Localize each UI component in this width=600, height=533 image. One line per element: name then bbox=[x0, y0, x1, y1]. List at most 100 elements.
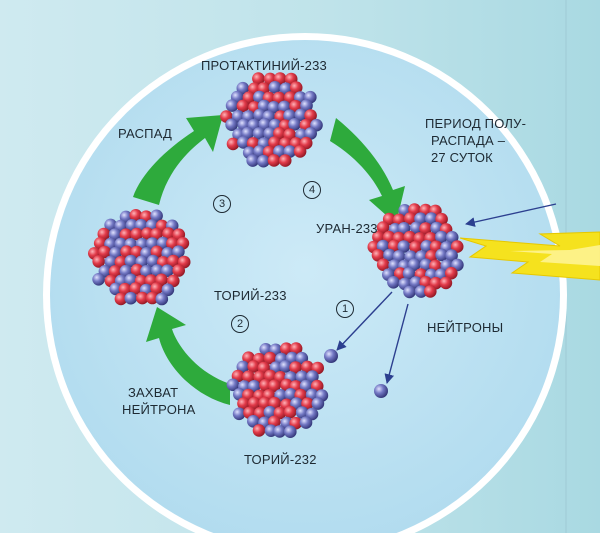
nucleon bbox=[445, 249, 458, 262]
nucleon bbox=[289, 81, 303, 94]
nucleon bbox=[118, 282, 132, 296]
nucleon bbox=[162, 227, 175, 240]
nucleon bbox=[273, 425, 287, 438]
nucleon bbox=[295, 406, 309, 419]
nucleon bbox=[299, 379, 313, 393]
nucleon bbox=[226, 378, 240, 392]
nucleon bbox=[130, 263, 144, 277]
nucleon bbox=[376, 258, 390, 272]
nucleon bbox=[167, 254, 180, 268]
cycle-arrows bbox=[133, 115, 405, 405]
capture-label-line2: НЕЙТРОНА bbox=[122, 402, 196, 417]
decay-arrow-2-icon bbox=[330, 118, 405, 224]
nucleon bbox=[403, 285, 416, 299]
nucleon bbox=[129, 209, 143, 222]
neutron-particle-icon bbox=[324, 349, 338, 363]
nucleon bbox=[108, 228, 122, 241]
nucleon bbox=[414, 285, 428, 298]
nucleon bbox=[289, 342, 303, 355]
nucleon bbox=[420, 240, 434, 253]
nucleon bbox=[284, 388, 297, 401]
neutron-particle-icon bbox=[374, 384, 388, 398]
nucleon bbox=[280, 342, 293, 356]
protactinium-nucleus-icon bbox=[220, 72, 323, 168]
nucleon bbox=[119, 228, 133, 241]
uranium-label: УРАН-233 bbox=[316, 221, 378, 236]
nucleon bbox=[424, 285, 437, 298]
nucleon bbox=[104, 218, 117, 232]
lightning-ray-icon bbox=[459, 231, 600, 281]
nucleon bbox=[114, 292, 128, 306]
nucleon bbox=[263, 351, 277, 365]
nucleon bbox=[300, 99, 313, 112]
nucleon bbox=[279, 360, 292, 373]
nucleon bbox=[397, 240, 411, 253]
half-life-label-line3: 27 СУТОК bbox=[431, 150, 493, 165]
nucleon bbox=[288, 118, 301, 131]
nucleon bbox=[108, 265, 122, 278]
nucleon bbox=[445, 231, 459, 244]
nucleon bbox=[268, 379, 281, 393]
nucleon bbox=[172, 245, 185, 258]
nucleon bbox=[301, 360, 314, 374]
nucleon bbox=[247, 360, 260, 373]
nucleon bbox=[232, 407, 246, 421]
nucleon bbox=[225, 118, 238, 131]
nucleon bbox=[289, 361, 302, 374]
step-1-badge: 1 bbox=[336, 300, 354, 318]
neutron-line-2 bbox=[384, 303, 409, 384]
neutrons-label: НЕЙТРОНЫ bbox=[427, 320, 504, 335]
nucleon bbox=[140, 264, 153, 278]
nucleon bbox=[150, 282, 163, 295]
nucleon bbox=[299, 416, 313, 429]
nucleon bbox=[311, 397, 325, 410]
incoming-neutron-line bbox=[465, 203, 557, 227]
uranium-nucleus-icon bbox=[367, 203, 464, 299]
nucleon bbox=[404, 212, 417, 225]
nucleon bbox=[259, 378, 272, 392]
thorium233-label: ТОРИЙ-233 bbox=[214, 288, 287, 303]
thorium233-nucleus-icon bbox=[88, 209, 191, 306]
nucleon bbox=[92, 273, 105, 286]
capture-label-line1: ЗАХВАТ bbox=[128, 385, 179, 400]
nucleon bbox=[383, 248, 396, 262]
nucleon bbox=[252, 72, 265, 85]
thorium232-label: ТОРИЙ-232 bbox=[244, 452, 317, 467]
nucleon bbox=[283, 405, 297, 419]
nucleon bbox=[293, 145, 307, 158]
nucleon bbox=[130, 245, 143, 259]
nucleon bbox=[226, 137, 240, 151]
nucleon bbox=[253, 145, 266, 158]
nucleon bbox=[278, 154, 292, 167]
thorium232-nucleus-icon bbox=[226, 342, 329, 439]
nucleon bbox=[371, 249, 385, 262]
nucleon bbox=[252, 127, 266, 140]
nucleon bbox=[257, 154, 270, 168]
nucleon bbox=[268, 81, 282, 94]
nucleon bbox=[387, 276, 400, 289]
nucleon bbox=[136, 291, 149, 305]
nucleon bbox=[155, 292, 169, 306]
nucleon bbox=[237, 136, 250, 149]
step-2-badge: 2 bbox=[231, 315, 249, 333]
nucleon bbox=[252, 424, 266, 437]
nucleon bbox=[419, 258, 433, 272]
nucleon bbox=[146, 254, 160, 268]
step-3-badge: 3 bbox=[213, 195, 231, 213]
nucleon bbox=[306, 370, 319, 383]
nucleon bbox=[236, 99, 250, 113]
nucleon bbox=[237, 397, 250, 410]
nucleon bbox=[425, 212, 438, 225]
nucleon bbox=[141, 227, 154, 240]
nucleon bbox=[439, 276, 453, 290]
decay-label: РАСПАД bbox=[118, 126, 173, 141]
nucleon bbox=[294, 108, 308, 122]
lightning-highlight bbox=[510, 245, 600, 266]
nucleon bbox=[109, 282, 122, 296]
nucleon bbox=[124, 254, 138, 268]
protactinium-label: ПРОТАКТИНИЙ-233 bbox=[201, 58, 327, 73]
nucleon bbox=[263, 405, 277, 419]
neutron-line-1 bbox=[336, 291, 393, 351]
nucleon bbox=[409, 240, 422, 254]
